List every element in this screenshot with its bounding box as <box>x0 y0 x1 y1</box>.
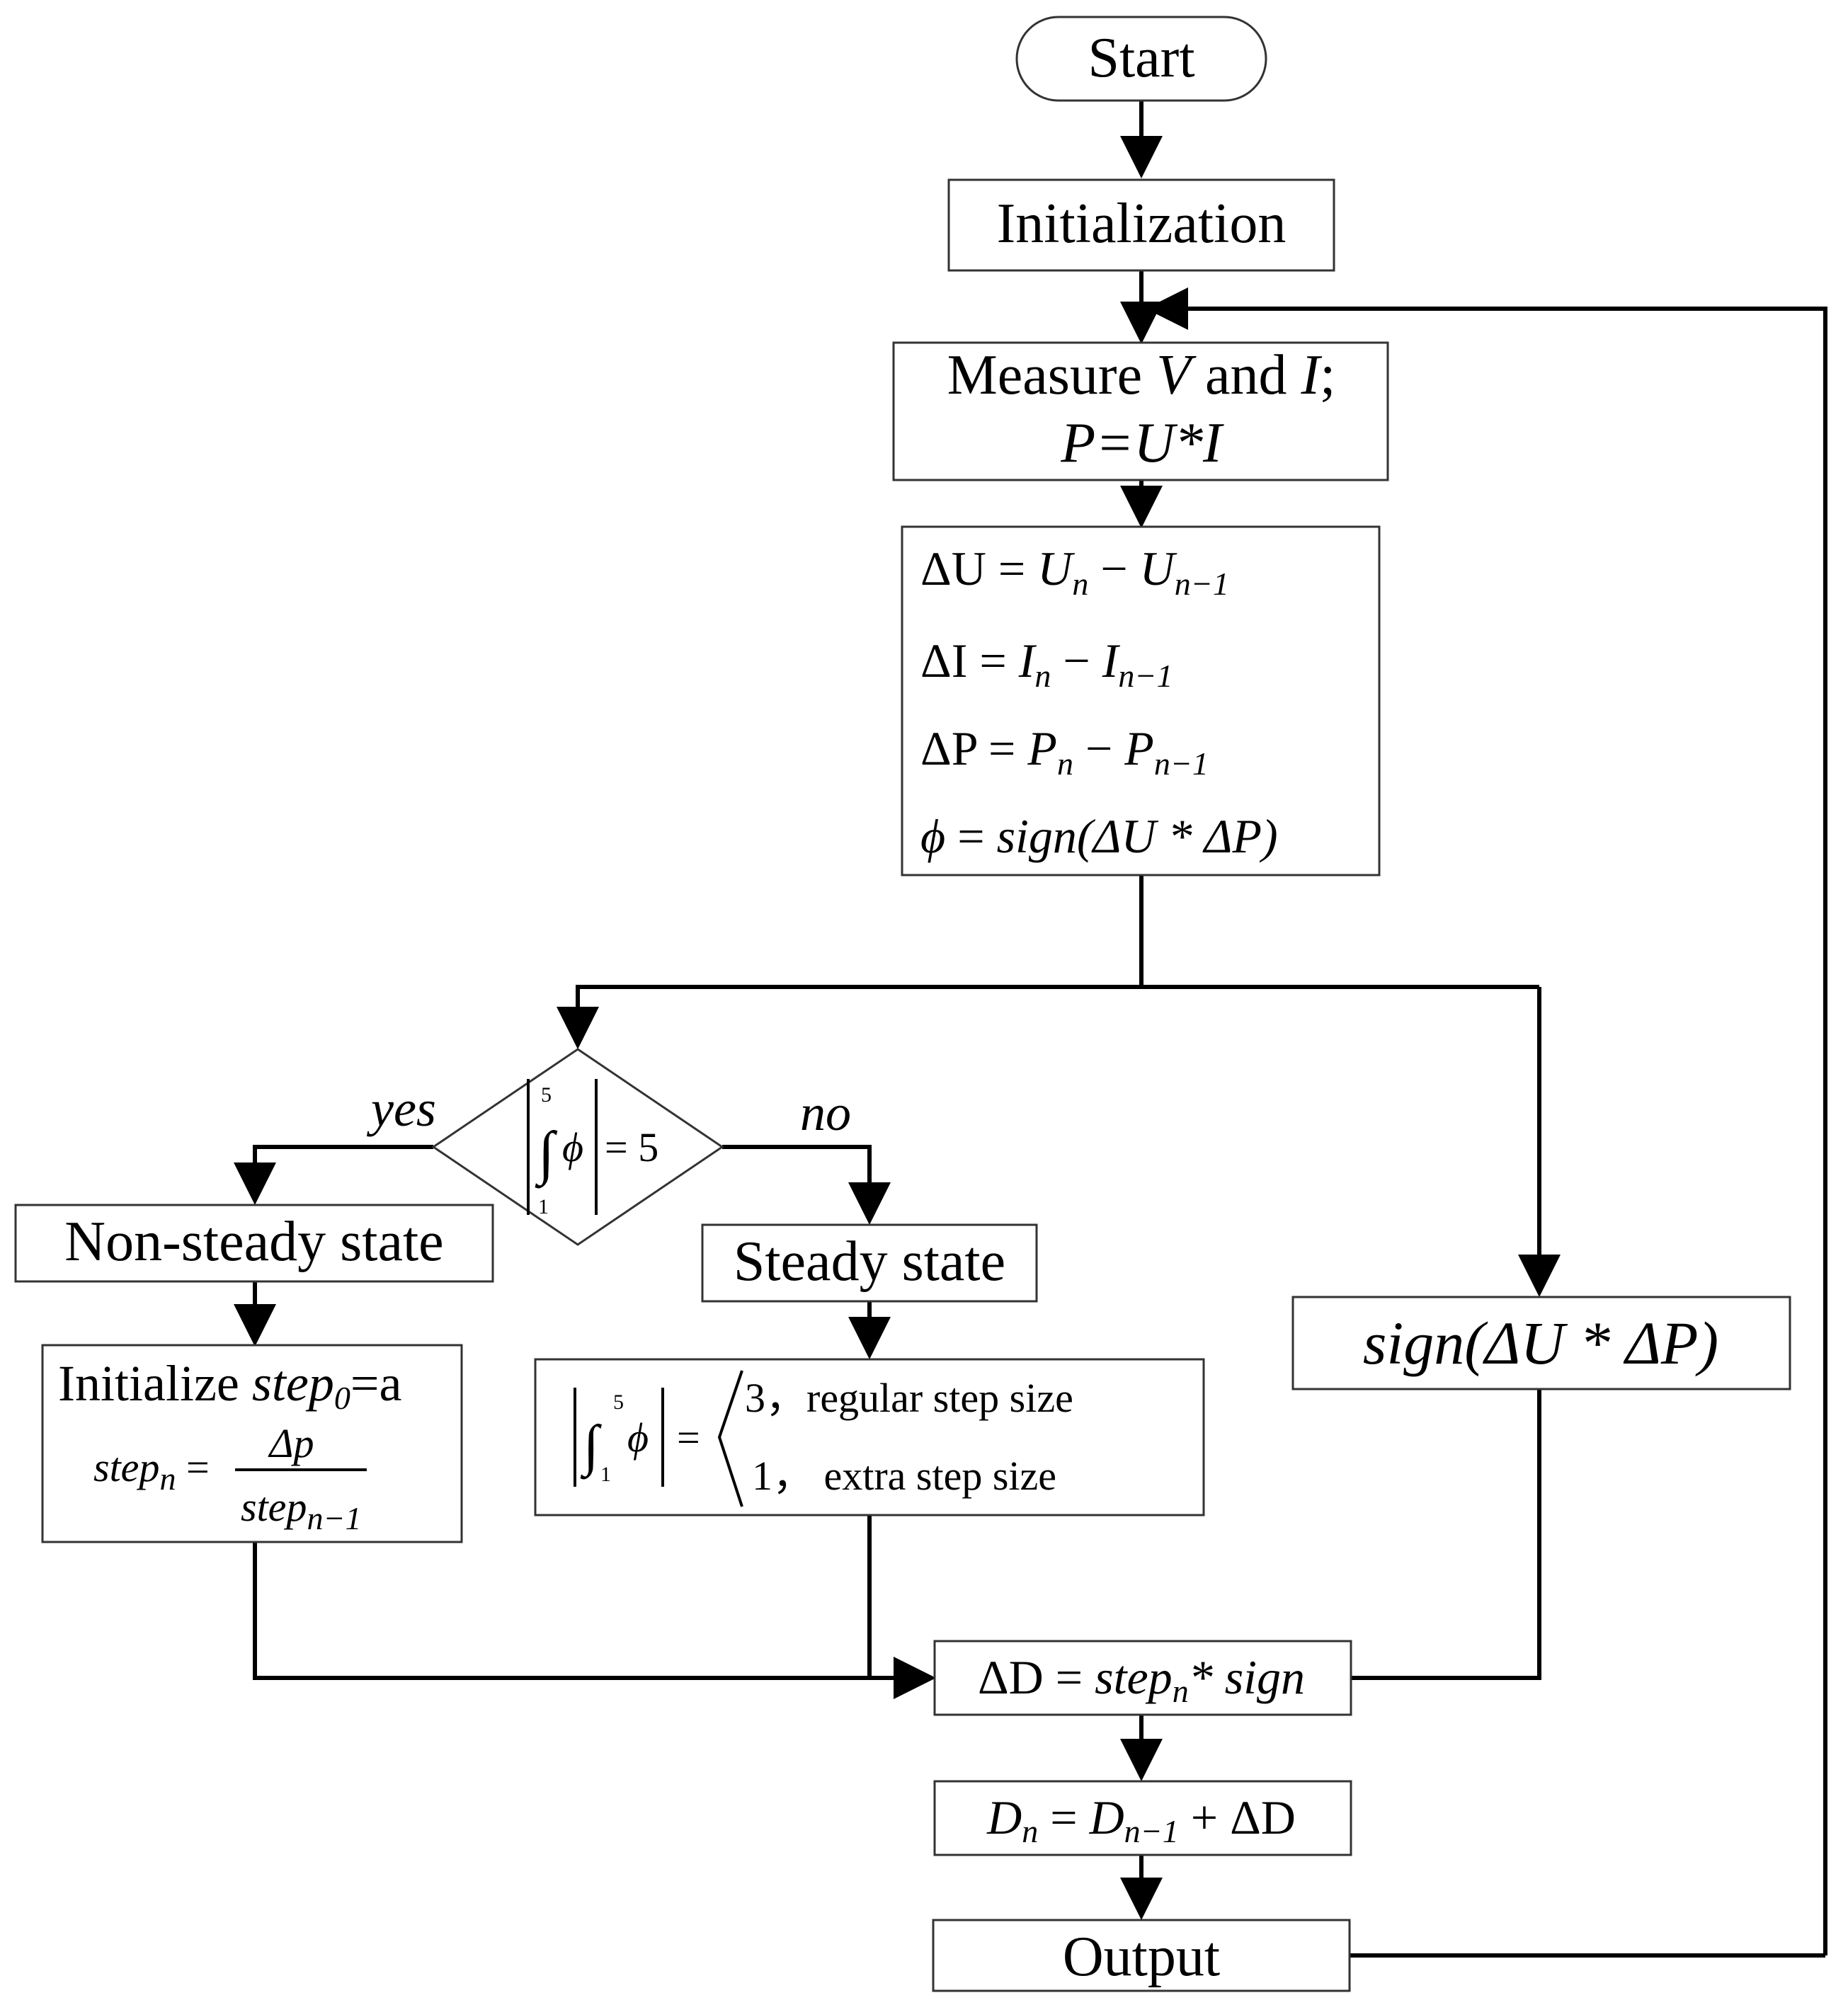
measure-line-1: Measure V and I; <box>947 344 1336 406</box>
decision-phi: ϕ <box>562 1124 583 1170</box>
sign-label: sign(ΔU * ΔP) <box>1363 1309 1718 1377</box>
arrow-no-branch <box>722 1145 891 1225</box>
no-label: no <box>800 1085 851 1141</box>
integral-sign: ∫ <box>580 1415 603 1480</box>
delta-u-equation: ΔU = Un − Un−1 <box>920 542 1229 602</box>
step-size-box: ∫ 5 1 ϕ = 3，regular step size 1， extra s… <box>534 1358 1205 1516</box>
non-steady-state-label: Non-steady state <box>64 1211 443 1273</box>
integral-sign: ∫ <box>535 1120 558 1189</box>
delta-d-equation: ΔD = stepn* sign <box>978 1650 1305 1709</box>
fraction-numerator: Δp <box>268 1420 314 1466</box>
connectors <box>234 101 1827 1958</box>
sign-box: sign(ΔU * ΔP) <box>1291 1296 1791 1390</box>
steps-equals: = <box>677 1415 700 1461</box>
steps-upper-limit: 5 <box>613 1390 624 1414</box>
phi-equation: ϕ = sign(ΔU * ΔP) <box>920 809 1278 863</box>
start-terminal: Start <box>1015 16 1267 102</box>
decision-lower-limit: 1 <box>538 1195 549 1218</box>
output-box: Output <box>932 1919 1351 1992</box>
steps-lower-limit: 1 <box>600 1463 611 1486</box>
case-bracket <box>717 1370 743 1507</box>
dn-box: Dn = Dn−1 + ΔD <box>933 1780 1352 1856</box>
fraction-denominator: stepn−1 <box>241 1484 361 1536</box>
decision-upper-limit: 5 <box>541 1083 552 1107</box>
measure-line-2: P=U*I <box>1060 412 1224 474</box>
line-sign-to-deltad <box>1351 1389 1541 1680</box>
arrow-to-decision <box>557 985 1539 1049</box>
output-label: Output <box>1063 1926 1220 1988</box>
delta-d-box: ΔD = stepn* sign <box>933 1640 1352 1716</box>
steady-state-box: Steady state <box>701 1223 1038 1303</box>
initialization-label: Initialization <box>997 193 1287 255</box>
arrow-yes-branch <box>234 1145 433 1205</box>
initialization-box: Initialization <box>947 178 1335 272</box>
steady-state-label: Steady state <box>734 1230 1005 1293</box>
yes-label: yes <box>366 1080 436 1137</box>
delta-p-equation: ΔP = Pn − Pn−1 <box>920 721 1209 782</box>
start-label: Start <box>1088 27 1194 89</box>
steps-phi: ϕ <box>627 1415 649 1461</box>
case-extra: 1， extra step size <box>752 1453 1056 1499</box>
dn-equation: Dn = Dn−1 + ΔD <box>986 1790 1296 1849</box>
decision-diamond: ∫ 5 1 ϕ = 5 <box>431 1048 724 1246</box>
arrow-initialize-to-deltad <box>253 1542 936 1699</box>
delta-equations-box: ΔU = Un − Un−1 ΔI = In − In−1 ΔP = Pn − … <box>901 525 1381 876</box>
measure-box: Measure V and I; P=U*I <box>892 341 1389 481</box>
feedback-loop-line <box>1146 287 1827 1955</box>
decision-rhs: = 5 <box>605 1124 658 1170</box>
delta-i-equation: ΔI = In − In−1 <box>920 634 1173 694</box>
non-steady-state-box: Non-steady state <box>14 1204 494 1283</box>
initialize-step0-line: Initialize step0=a <box>58 1355 401 1416</box>
stepn-lhs: stepn = <box>93 1444 210 1497</box>
initialize-step-box: Initialize step0=a stepn = Δp stepn−1 <box>41 1344 463 1543</box>
case-regular: 3，regular step size <box>745 1375 1073 1421</box>
